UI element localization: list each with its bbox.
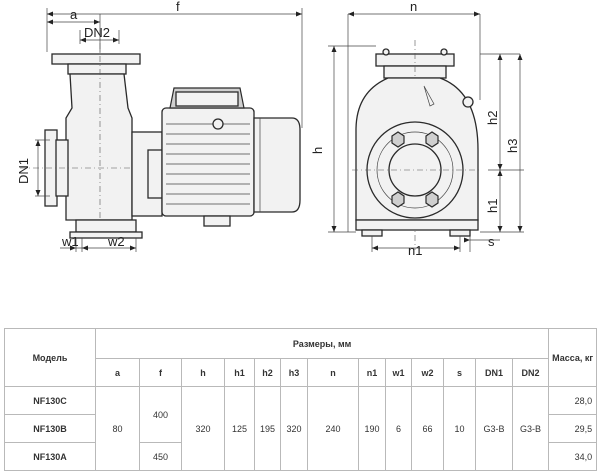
pump-dimension-drawing: f a DN2 DN1 xyxy=(16,0,524,258)
cell-dn1: G3-B xyxy=(475,386,513,471)
col-header-h2: h2 xyxy=(254,358,281,387)
cell-s: 10 xyxy=(443,386,476,471)
col-header-w1: w1 xyxy=(385,358,412,387)
dim-label-n: n xyxy=(410,0,417,14)
header-model: Модель xyxy=(4,328,96,387)
model-nf130a: NF130A xyxy=(4,442,96,471)
col-header-n: n xyxy=(307,358,359,387)
col-header-dn2: DN2 xyxy=(511,358,550,387)
dim-label-w1: w1 xyxy=(61,234,79,249)
dim-label-h2: h2 xyxy=(485,111,500,125)
pump-front-view: n h2 xyxy=(310,0,524,258)
dim-label-h3: h3 xyxy=(505,139,520,153)
col-header-h1: h1 xyxy=(224,358,255,387)
cell-h3: 320 xyxy=(280,386,308,471)
cell-n1: 190 xyxy=(358,386,386,471)
dim-label-dn2: DN2 xyxy=(84,25,110,40)
model-nf130c: NF130C xyxy=(4,386,96,415)
cell-dn2: G3-B xyxy=(511,386,550,471)
cell-h: 320 xyxy=(181,386,225,471)
cell-f-2: 450 xyxy=(139,442,182,471)
dim-label-s: s xyxy=(488,234,495,249)
col-header-n1: n1 xyxy=(358,358,386,387)
cell-n: 240 xyxy=(307,386,359,471)
cell-a: 80 xyxy=(95,386,140,471)
col-header-a: a xyxy=(95,358,140,387)
mass-nf130c: 28,0 xyxy=(548,386,598,415)
dimensions-table: Модель Размеры, мм Масса, кг a f h h1 h2… xyxy=(4,328,598,471)
mass-nf130b: 29,5 xyxy=(548,414,598,443)
mass-nf130a: 34,0 xyxy=(548,442,598,471)
model-nf130b: NF130B xyxy=(4,414,96,443)
dim-label-h1: h1 xyxy=(485,199,500,213)
col-header-dn1: DN1 xyxy=(475,358,513,387)
col-header-h: h xyxy=(181,358,225,387)
dim-label-f: f xyxy=(176,0,180,14)
cell-h1: 125 xyxy=(224,386,255,471)
cell-w1: 6 xyxy=(385,386,412,471)
dim-label-dn1: DN1 xyxy=(16,158,31,184)
cell-w2: 66 xyxy=(411,386,444,471)
col-header-s: s xyxy=(443,358,476,387)
cell-f-1: 400 xyxy=(139,386,182,443)
dim-label-n1: n1 xyxy=(408,243,422,258)
pump-side-view: f a DN2 DN1 xyxy=(16,0,303,252)
col-header-w2: w2 xyxy=(411,358,444,387)
dim-label-h: h xyxy=(310,147,325,154)
col-header-f: f xyxy=(139,358,182,387)
header-mass: Масса, кг xyxy=(548,328,598,387)
header-sizes: Размеры, мм xyxy=(94,328,550,359)
dim-label-w2: w2 xyxy=(107,234,125,249)
col-header-h3: h3 xyxy=(280,358,308,387)
dim-label-a: a xyxy=(70,7,78,22)
cell-h2: 195 xyxy=(254,386,281,471)
